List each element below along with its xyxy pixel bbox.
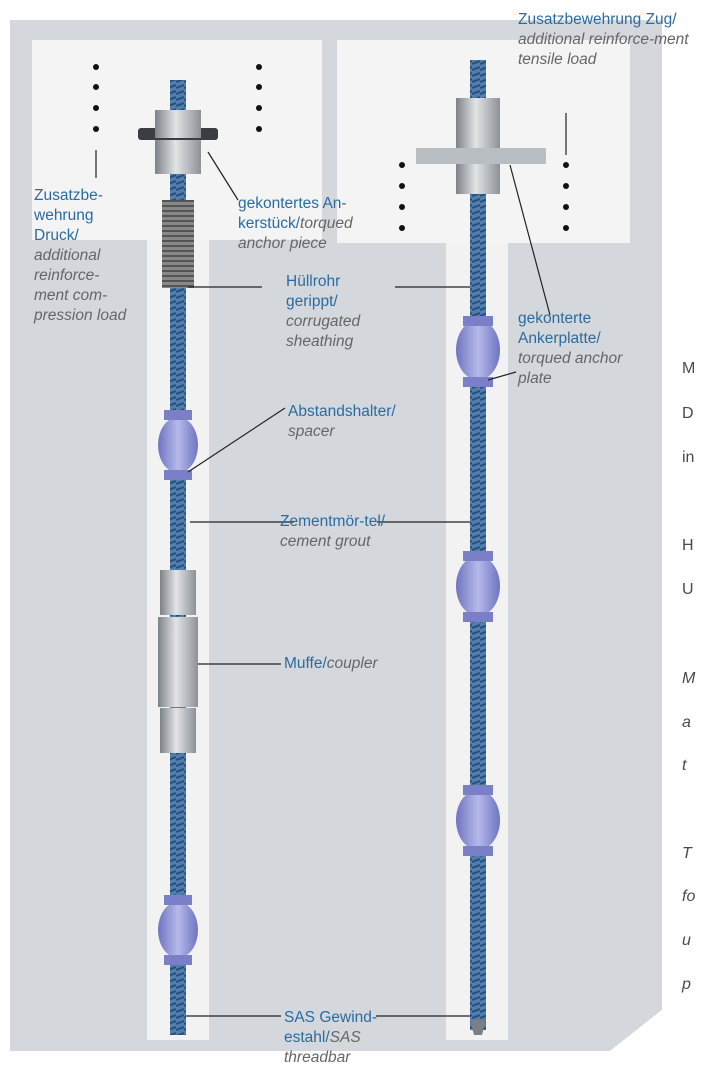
label-spacer: Abstandshalter/ spacer [288, 402, 448, 442]
label-torqued-anchor-piece: gekontertes An-kerstück/torqued anchor p… [238, 194, 398, 254]
body-text-fragment: p [682, 976, 691, 994]
anchor-plate-right [416, 148, 546, 164]
label-en: additional reinforce-ment tensile load [518, 30, 708, 70]
threadbar-right [470, 60, 486, 1030]
spacer-left-2 [158, 902, 198, 958]
label-de: Abstandshalter/ [288, 402, 448, 422]
label-de: Zusatzbe-wehrung Druck/ [34, 186, 132, 246]
body-text-fragment: t [682, 757, 686, 775]
body-text-fragment: u [682, 932, 691, 950]
nut-upper-left [155, 110, 201, 138]
label-de: Zusatzbewehrung Zug/ [518, 10, 708, 30]
label-de: Muffe/ [284, 655, 327, 672]
nut-lower-right [456, 164, 500, 194]
body-text-fragment: M [682, 670, 695, 688]
label-en: spacer [288, 422, 448, 442]
label-torqued-anchor-plate: gekonterte Ankerplatte/ torqued anchor p… [518, 309, 648, 389]
body-text-fragment: a [682, 714, 691, 732]
coupler-nut-top [160, 570, 196, 615]
spacer-right-2 [456, 556, 500, 616]
label-en: coupler [327, 655, 378, 672]
spacer-right-3 [456, 790, 500, 850]
spacer-right-1 [456, 320, 500, 380]
body-text-fragment: U [682, 581, 694, 599]
label-sas-threadbar: SAS Gewind-estahl/SAS threadbar [284, 1008, 384, 1068]
label-de: Hüllrohr gerippt/ [286, 272, 396, 312]
label-corrugated-sheathing: Hüllrohr gerippt/ corrugated sheathing [286, 272, 396, 352]
spacer-left-1 [158, 417, 198, 473]
nut-upper-right [456, 98, 500, 148]
nut-lower-left [155, 140, 201, 174]
sheathing-left [162, 200, 194, 288]
label-de: Zementmör-tel/ [280, 512, 390, 532]
label-de: gekonterte Ankerplatte/ [518, 309, 648, 349]
body-text-fragment: T [682, 845, 692, 863]
body-text-fragment: M [682, 360, 695, 378]
label-en: additional reinforce-ment com-pression l… [34, 246, 132, 326]
label-en: cement grout [280, 532, 390, 552]
label-cement-grout: Zementmör-tel/ cement grout [280, 512, 390, 552]
label-en: corrugated sheathing [286, 312, 396, 352]
coupler-body [158, 617, 198, 707]
label-coupler: Muffe/coupler [284, 654, 444, 674]
body-text-fragment: fo [682, 888, 695, 906]
label-additional-reinforcement-compression: Zusatzbe-wehrung Druck/ additional reinf… [34, 186, 132, 326]
coupler-nut-bottom [160, 708, 196, 753]
label-additional-reinforcement-tensile: Zusatzbewehrung Zug/ additional reinforc… [518, 10, 708, 70]
body-text-fragment: in [682, 449, 694, 467]
body-text-fragment: H [682, 537, 694, 555]
body-text-fragment: D [682, 405, 694, 423]
label-en: torqued anchor plate [518, 349, 648, 389]
